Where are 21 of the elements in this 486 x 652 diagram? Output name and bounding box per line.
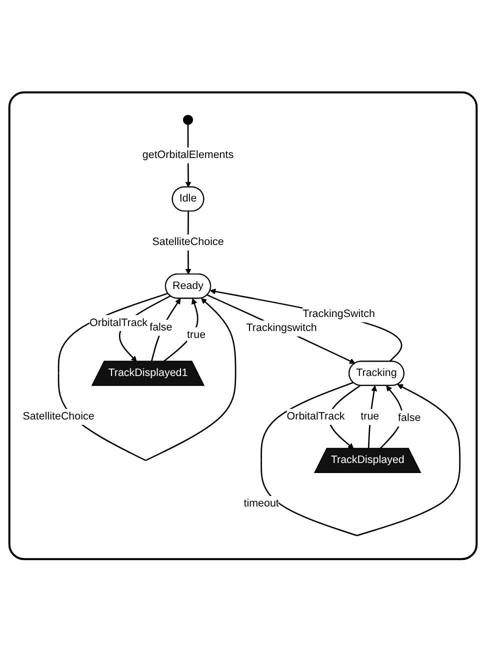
edge-label: OrbitalTrack	[286, 411, 345, 423]
edge-label: OrbitalTrack	[90, 317, 148, 329]
edge-label: SatelliteChoice	[22, 411, 94, 423]
edge-label: getOrbitalElements	[142, 150, 234, 162]
arrow	[207, 294, 356, 364]
arrow	[150, 298, 181, 362]
arrow	[368, 386, 378, 450]
cluster	[8, 92, 478, 560]
edge-label: true	[187, 330, 206, 341]
arrow	[210, 288, 402, 362]
edge-label: timeout	[244, 498, 279, 510]
edge-label: TrackingSwitch	[302, 308, 375, 320]
edge-label: false	[398, 412, 421, 424]
node-circle	[182, 115, 194, 126]
arrow	[380, 386, 403, 450]
edge-label: SatelliteChoice	[152, 236, 224, 248]
edge-label: true	[360, 411, 380, 423]
edge-label: Trackingswitch	[246, 322, 317, 334]
arrow	[260, 382, 461, 536]
edge-label: false	[150, 322, 172, 334]
arrow	[163, 298, 198, 362]
